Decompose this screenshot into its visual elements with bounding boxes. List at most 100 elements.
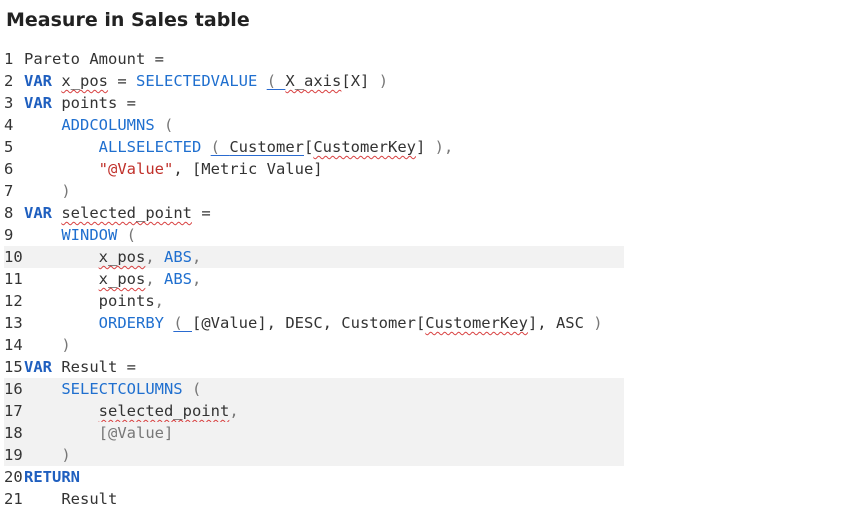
code-token [24, 292, 99, 310]
code-text: RETURN [24, 466, 80, 488]
code-text: x_pos, ABS, [24, 268, 202, 290]
code-token: , [229, 402, 239, 420]
code-line: 11 x_pos, ABS, [4, 268, 624, 290]
code-line: 18 [@Value] [4, 422, 624, 444]
code-token: selected_point [98, 402, 230, 420]
code-token [24, 402, 99, 420]
code-token [24, 336, 61, 354]
line-number: 20 [4, 468, 23, 486]
code-text: ORDERBY ( [@Value], DESC, Customer[Custo… [24, 312, 603, 334]
code-line: 4 ADDCOLUMNS ( [4, 114, 624, 136]
code-line: 7 ) [4, 180, 624, 202]
code-token: x_pos [98, 270, 146, 288]
code-line: 13 ORDERBY ( [@Value], DESC, Customer[Cu… [4, 312, 624, 334]
code-token: , [154, 292, 164, 310]
code-token [183, 380, 192, 398]
code-token [24, 446, 61, 464]
code-line: 16 SELECTCOLUMNS ( [4, 378, 624, 400]
code-text: Pareto Amount = [24, 48, 164, 70]
code-token [369, 72, 378, 90]
code-line: 5 ALLSELECTED ( Customer[CustomerKey] ), [4, 136, 624, 158]
code-token: ] [415, 138, 426, 156]
code-token [24, 314, 99, 332]
code-token: WINDOW [61, 226, 118, 244]
code-token: Pareto Amount = [24, 50, 164, 68]
code-token: ), [434, 138, 454, 156]
code-token: X_axis [285, 72, 342, 90]
line-number: 5 [4, 138, 14, 156]
code-token: , [192, 270, 202, 288]
code-token: , [192, 248, 202, 266]
code-line: 8 VAR selected_point = [4, 202, 624, 224]
code-text: Result [24, 488, 117, 510]
code-text: VAR selected_point = [24, 202, 211, 224]
line-number: 18 [4, 424, 23, 442]
code-text: ADDCOLUMNS ( [24, 114, 173, 136]
code-text: selected_point, [24, 400, 239, 422]
code-line: 17 selected_point, [4, 400, 624, 422]
code-text: ) [24, 444, 71, 466]
code-token: selected_point [61, 204, 192, 222]
code-token: , [Metric Value] [173, 160, 323, 178]
code-token: = [108, 72, 137, 90]
code-line: 21 Result [4, 488, 624, 510]
code-token: RETURN [24, 468, 80, 486]
code-text: "@Value", [Metric Value] [24, 158, 323, 180]
code-token: ( [192, 380, 202, 398]
code-token [24, 226, 61, 244]
code-token [24, 380, 61, 398]
code-token: x_pos [98, 248, 146, 266]
code-token: VAR [24, 72, 52, 90]
code-text: WINDOW ( [24, 224, 136, 246]
page-title: Measure in Sales table [6, 9, 250, 31]
code-token: ) [61, 446, 71, 464]
line-number: 8 [4, 204, 14, 222]
code-token [425, 138, 434, 156]
code-line: 12 points, [4, 290, 624, 312]
code-token: x_pos [61, 72, 109, 90]
code-token [52, 72, 61, 90]
line-number: 11 [4, 270, 23, 288]
line-number: 3 [4, 94, 14, 112]
code-token: ALLSELECTED [98, 138, 202, 156]
code-token [52, 204, 61, 222]
line-number: 19 [4, 446, 23, 464]
code-token: ADDCOLUMNS [61, 116, 155, 134]
code-text: ) [24, 334, 71, 356]
code-token: Result [24, 490, 118, 508]
code-token [24, 248, 99, 266]
line-number: 15 [4, 358, 23, 376]
code-token: Result = [52, 358, 136, 376]
line-number: 6 [4, 160, 14, 178]
code-token: ABS [164, 270, 192, 288]
code-text: x_pos, ABS, [24, 246, 202, 268]
code-token [24, 270, 99, 288]
code-token: points [98, 292, 155, 310]
code-text: [@Value] [24, 422, 174, 444]
code-line: 10 x_pos, ABS, [4, 246, 624, 268]
code-token: , DESC, Customer[ [266, 314, 426, 332]
code-text: ALLSELECTED ( Customer[CustomerKey] ), [24, 136, 454, 158]
code-token: ( [164, 116, 174, 134]
line-number: 1 [4, 50, 14, 68]
code-token: SELECTCOLUMNS [61, 380, 183, 398]
line-number: 7 [4, 182, 14, 200]
code-token: , [145, 270, 164, 288]
code-token: = [192, 204, 211, 222]
code-token: VAR [24, 204, 52, 222]
code-token: ], ASC [527, 314, 594, 332]
line-number: 16 [4, 380, 23, 398]
code-token [117, 226, 126, 244]
code-token: ) [61, 182, 71, 200]
code-token: VAR [24, 94, 52, 112]
code-token: SELECTEDVALUE [136, 72, 258, 90]
code-text: VAR Result = [24, 356, 136, 378]
code-token: CustomerKey [425, 314, 528, 332]
code-token: , [145, 248, 164, 266]
code-token: "@Value" [98, 160, 174, 178]
line-number: 14 [4, 336, 23, 354]
code-token: ) [61, 336, 71, 354]
